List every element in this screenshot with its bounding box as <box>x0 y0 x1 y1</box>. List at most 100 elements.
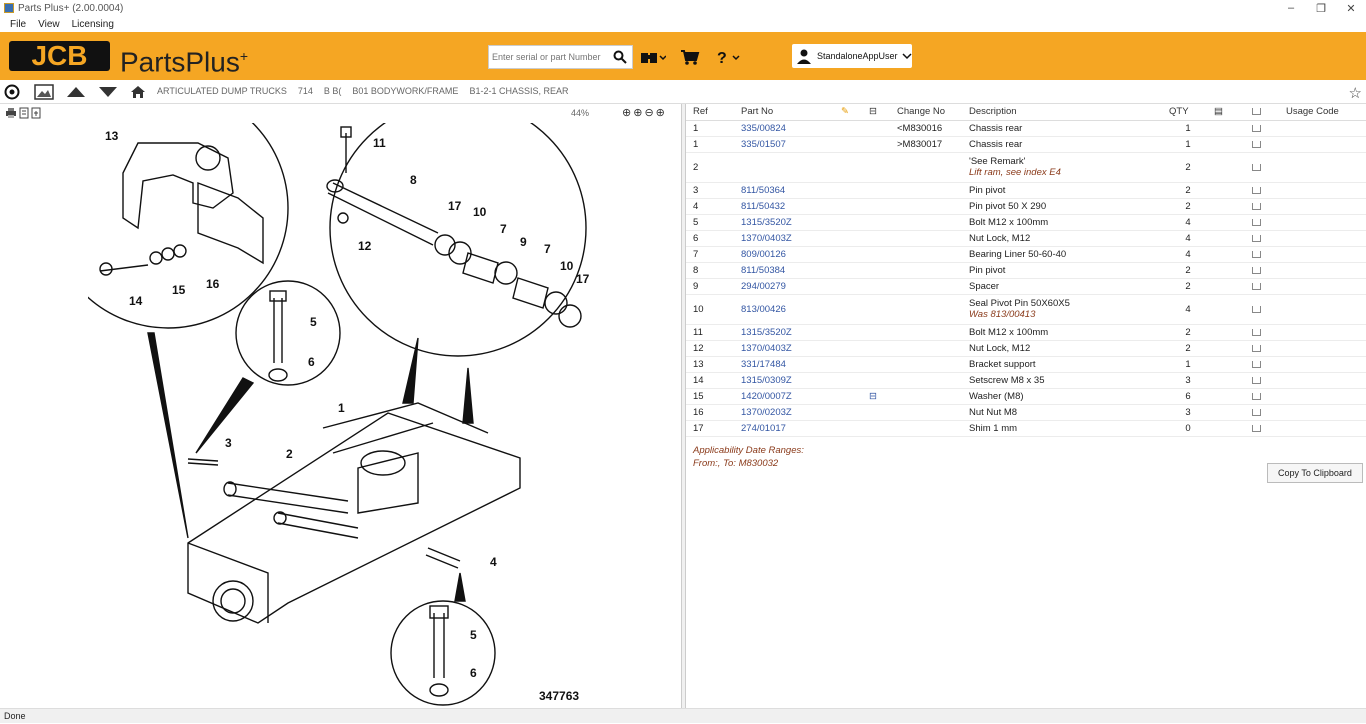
col-change-no[interactable]: Change No <box>890 104 962 121</box>
cell-part-no[interactable]: 274/01017 <box>734 420 834 437</box>
col-flag-icon[interactable]: ✎ <box>834 104 862 121</box>
menu-file[interactable]: File <box>10 18 27 30</box>
zoom-in-icon[interactable]: ⊕ <box>633 107 643 119</box>
add-to-cart-icon[interactable] <box>1252 186 1261 194</box>
cell-part-no[interactable]: 1315/3520Z <box>734 214 834 231</box>
copy-to-clipboard-button[interactable]: Copy To Clipboard <box>1267 463 1363 483</box>
add-to-cart-icon[interactable] <box>1252 424 1261 432</box>
col-ref[interactable]: Ref <box>686 104 734 121</box>
menu-licensing[interactable]: Licensing <box>71 18 114 30</box>
cell-part-no[interactable]: 811/50384 <box>734 262 834 279</box>
arrow-up-icon[interactable] <box>66 86 86 98</box>
restore-icon[interactable]: ❐ <box>1316 2 1326 15</box>
breadcrumb-item[interactable]: ARTICULATED DUMP TRUCKS <box>157 86 287 96</box>
col-tree-icon[interactable]: ⊟ <box>862 104 890 121</box>
tree-icon[interactable]: ⊟ <box>869 390 877 402</box>
add-to-cart-icon[interactable] <box>1252 163 1261 171</box>
document-icon[interactable] <box>19 107 29 119</box>
col-cart-icon[interactable] <box>1245 104 1279 121</box>
user-menu-button[interactable]: StandaloneAppUser <box>792 44 912 68</box>
binoculars-icon[interactable] <box>640 47 666 67</box>
cell-part-no[interactable]: 811/50364 <box>734 182 834 199</box>
cart-icon[interactable] <box>680 47 700 67</box>
add-to-cart-icon[interactable] <box>1252 344 1261 352</box>
add-to-cart-icon[interactable] <box>1252 360 1261 368</box>
add-to-cart-icon[interactable] <box>1252 328 1261 336</box>
cell-qty: 3 <box>1162 372 1207 389</box>
add-to-cart-icon[interactable] <box>1252 124 1261 132</box>
compass-icon[interactable] <box>4 84 20 100</box>
minimize-icon[interactable]: – <box>1287 2 1295 14</box>
add-to-cart-icon[interactable] <box>1252 234 1261 242</box>
cell-part-no[interactable]: 331/17484 <box>734 356 834 373</box>
search-icon[interactable] <box>613 50 627 64</box>
breadcrumb-item[interactable]: 714 <box>297 86 313 96</box>
image-icon[interactable] <box>34 83 54 100</box>
close-icon[interactable]: ✕ <box>1346 2 1356 15</box>
add-to-cart-icon[interactable] <box>1252 140 1261 148</box>
search-input[interactable] <box>489 52 613 62</box>
add-to-cart-icon[interactable] <box>1252 305 1261 313</box>
breadcrumb-item[interactable]: B B( <box>323 86 342 96</box>
cell-part-no[interactable]: 1315/3520Z <box>734 324 834 341</box>
cell-part-no[interactable]: 1370/0203Z <box>734 404 834 421</box>
help-icon[interactable]: ? <box>716 47 742 67</box>
cell-part-no[interactable]: 1370/0403Z <box>734 340 834 357</box>
cell-part-no[interactable]: 335/01507 <box>734 136 834 153</box>
add-to-cart-icon[interactable] <box>1252 202 1261 210</box>
cell-part-no[interactable]: 809/00126 <box>734 246 834 263</box>
pane-splitter[interactable] <box>681 104 686 708</box>
col-list-icon[interactable]: ▤ <box>1207 104 1245 121</box>
cell-part-no[interactable] <box>734 152 834 183</box>
breadcrumb-item[interactable]: B01 BODYWORK/FRAME <box>352 86 459 96</box>
col-description[interactable]: Description <box>962 104 1162 121</box>
col-qty[interactable]: QTY <box>1162 104 1207 121</box>
cell-part-no[interactable]: 811/50432 <box>734 198 834 215</box>
add-to-cart-icon[interactable] <box>1252 218 1261 226</box>
cell-part-no[interactable]: 335/00824 <box>734 120 834 137</box>
print-icon[interactable] <box>5 107 17 119</box>
col-part-no[interactable]: Part No <box>734 104 834 121</box>
favorite-star-icon[interactable]: ☆ <box>1348 85 1362 102</box>
zoom-reset-icon[interactable]: ⊕ <box>655 107 665 119</box>
menu-view[interactable]: View <box>38 18 60 30</box>
cell-part-no[interactable]: 294/00279 <box>734 278 834 295</box>
cell-part-no[interactable]: 1420/0007Z <box>734 388 834 405</box>
cell-part-no[interactable]: 1370/0403Z <box>734 230 834 247</box>
breadcrumb-item[interactable]: B1-2-1 CHASSIS, REAR <box>469 86 569 96</box>
add-to-cart-icon[interactable] <box>1252 250 1261 258</box>
add-to-cart-icon[interactable] <box>1252 392 1261 400</box>
export-icon[interactable] <box>31 107 41 119</box>
cell-ref: 3 <box>686 182 734 199</box>
arrow-down-icon[interactable] <box>98 86 118 98</box>
home-icon[interactable] <box>130 85 146 99</box>
cell-part-no[interactable]: 1315/0309Z <box>734 372 834 389</box>
add-to-cart-icon[interactable] <box>1252 282 1261 290</box>
add-to-cart-icon[interactable] <box>1252 408 1261 416</box>
add-to-cart-icon[interactable] <box>1252 376 1261 384</box>
col-usage-code[interactable]: Usage Code <box>1279 104 1366 121</box>
cell-part-no[interactable]: 813/00426 <box>734 294 834 325</box>
zoom-fit-icon[interactable]: ⊕ <box>622 107 632 119</box>
add-to-cart-icon[interactable] <box>1252 266 1261 274</box>
zoom-out-icon[interactable]: ⊖ <box>644 107 654 119</box>
